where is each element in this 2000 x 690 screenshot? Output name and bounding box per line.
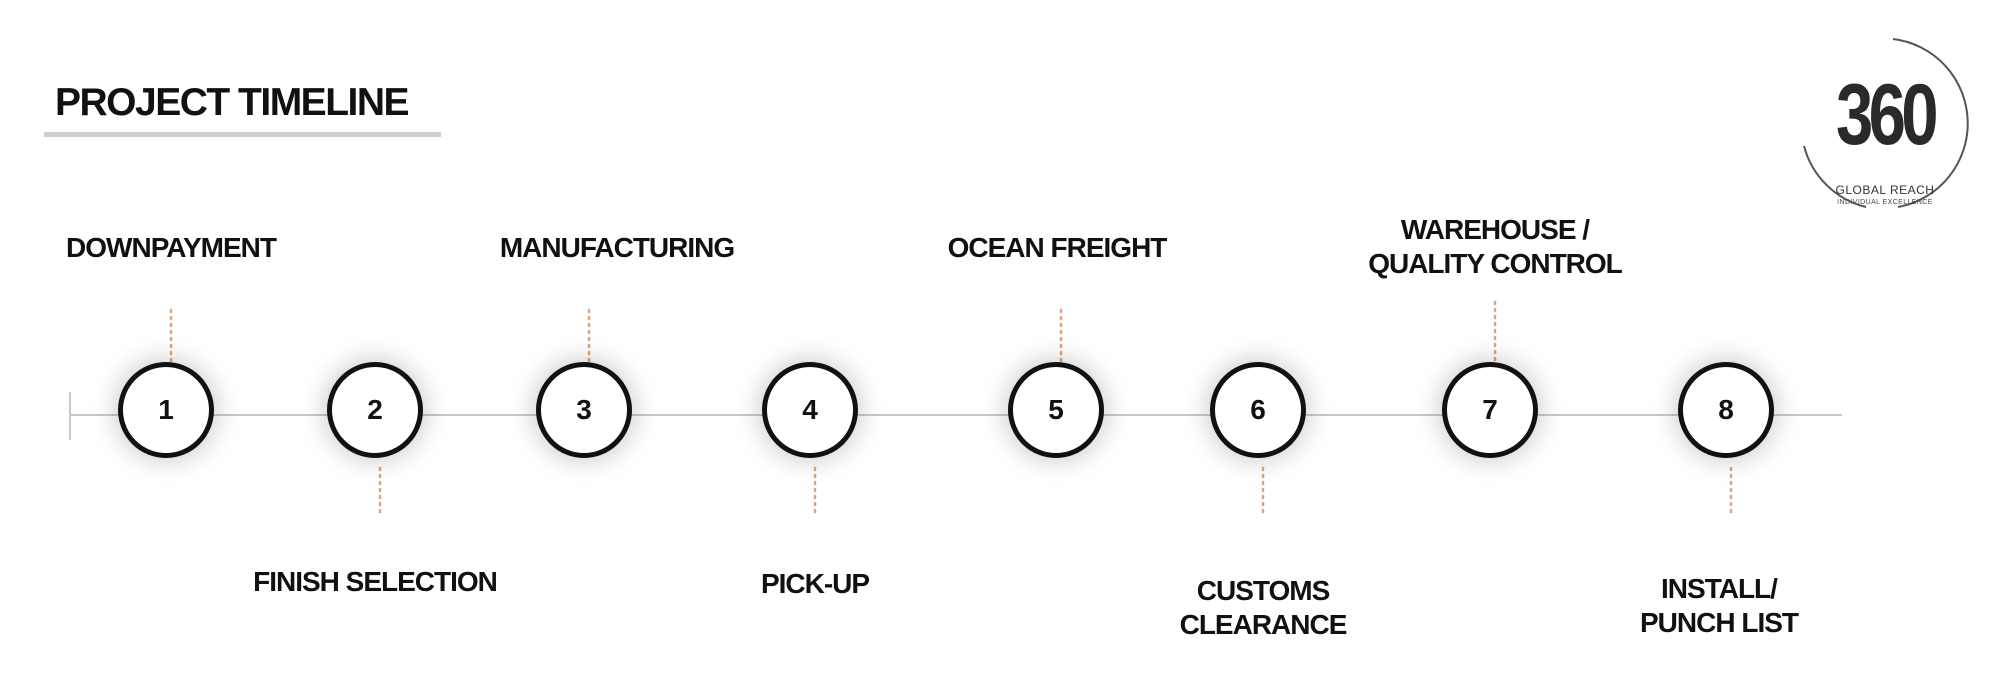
step-circle-7: 7	[1442, 362, 1538, 458]
step-number: 6	[1250, 394, 1266, 425]
step-circle-4: 4	[762, 362, 858, 458]
step-circle-2: 2	[327, 362, 423, 458]
connector-group	[169, 300, 1733, 517]
step-number: 2	[367, 394, 383, 425]
step-number: 3	[576, 394, 592, 425]
step-label-4: PICK-UP	[760, 568, 870, 599]
page-title: PROJECT TIMELINE	[55, 81, 410, 124]
step-number: 5	[1048, 394, 1064, 425]
step-number: 1	[158, 394, 174, 425]
step-label-5: OCEAN FREIGHT	[947, 232, 1168, 263]
logo-tagline: GLOBAL REACH	[1835, 183, 1935, 197]
step-circle-5: 5	[1008, 362, 1104, 458]
step-number: 8	[1718, 394, 1734, 425]
step-label-7: WAREHOUSE / QUALITY CONTROL	[1368, 214, 1623, 280]
step-number: 7	[1482, 394, 1498, 425]
step-label-3: MANUFACTURING	[499, 232, 735, 263]
company-logo: 360 GLOBAL REACH INDIVIDUAL EXCELLENCE	[1790, 36, 1980, 216]
title-underline	[44, 132, 441, 137]
step-number: 4	[802, 394, 818, 425]
logo-subtagline: INDIVIDUAL EXCELLENCE	[1837, 199, 1933, 206]
logo-number: 360	[1836, 67, 1939, 163]
logo-arc	[1803, 38, 1969, 208]
step-label-1: DOWNPAYMENT	[66, 232, 277, 263]
step-circle-1: 1	[118, 362, 214, 458]
step-label-2: FINISH SELECTION	[253, 566, 498, 597]
step-circle-3: 3	[536, 362, 632, 458]
step-label-8: INSTALL/ PUNCH LIST	[1640, 573, 1799, 639]
step-circle-6: 6	[1210, 362, 1306, 458]
step-label-6: CUSTOMS CLEARANCE	[1179, 575, 1348, 641]
step-circle-8: 8	[1678, 362, 1774, 458]
